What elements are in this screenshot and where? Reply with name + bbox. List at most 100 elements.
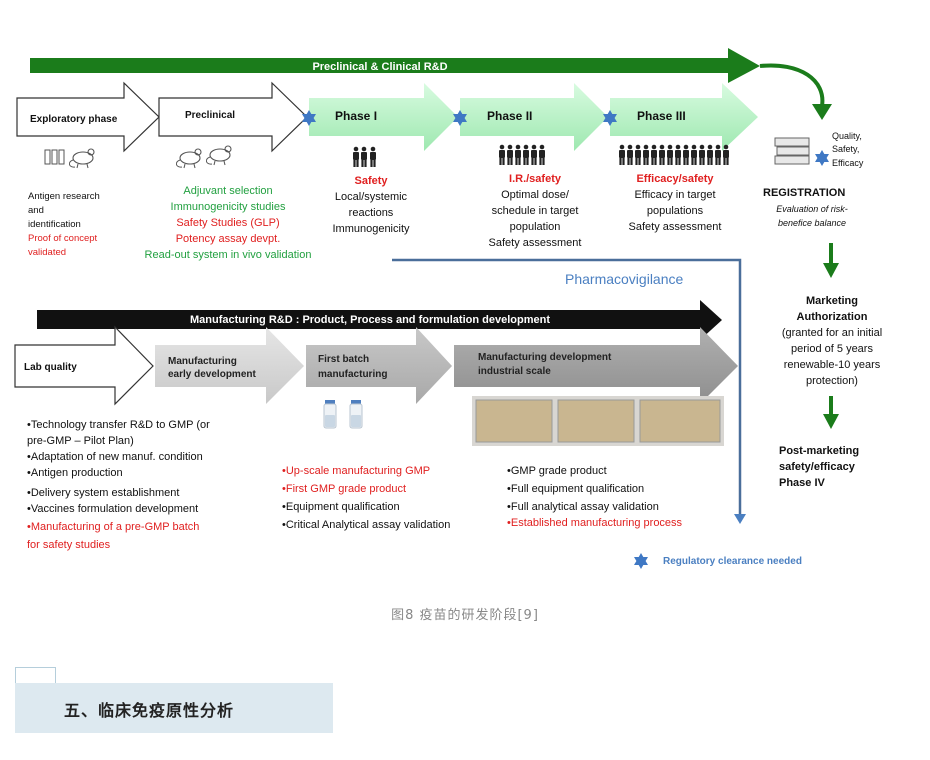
svg-text:identification: identification [28,219,81,230]
phase-preclinical-arrow: Preclinical [158,81,308,153]
phase2-notes: I.R./safety Optimal dose/ schedule in ta… [489,173,582,249]
svg-text:(granted for an initial: (granted for an initial [782,327,882,339]
svg-text:Immunogenicity: Immunogenicity [332,223,410,235]
post-marketing: Post-marketing safety/efficacy Phase IV [779,445,859,489]
svg-text:populations: populations [647,205,704,217]
svg-text:Safety,: Safety, [832,144,859,154]
registration-sub: Evaluation of risk- benefice balance [776,204,848,228]
preclinical-clinical-bar: Preclinical & Clinical R&D [30,48,760,83]
down-arrow-icon [823,243,839,278]
phase-3-arrow: Phase III [610,83,758,151]
svg-text:•Antigen production: •Antigen production [27,467,123,479]
svg-text:Post-marketing: Post-marketing [779,445,859,457]
svg-text:validated: validated [28,247,66,258]
bar-label: Preclinical & Clinical R&D [312,61,447,73]
svg-text:Efficacy in target: Efficacy in target [634,189,715,201]
svg-text:•Critical Analytical assay val: •Critical Analytical assay validation [282,519,450,531]
stage-industrial-scale-arrow: Manufacturing development industrial sca… [454,327,738,404]
svg-text:Evaluation of risk-: Evaluation of risk- [776,204,848,214]
svg-text:Manufacturing development: Manufacturing development [478,352,612,363]
phase-1-arrow: Phase I [309,83,458,151]
phase-label-2: Phase II [487,109,532,123]
svg-text:for safety studies: for safety studies [27,539,111,551]
svg-text:safety/efficacy: safety/efficacy [779,461,856,473]
crowd-icon [619,144,729,165]
svg-text:early development: early development [168,369,256,380]
svg-text:reactions: reactions [349,207,394,219]
svg-text:population: population [510,221,561,233]
curve-arrowhead [812,104,832,120]
industrial-list: •GMP grade product •Full equipment quali… [507,465,683,529]
pharmacovigilance-line [392,258,742,516]
regulatory-star-icon [815,150,829,166]
phase-label-preclinical: Preclinical [185,110,235,121]
people-icon [353,146,376,167]
quality-safety-efficacy: Quality, Safety, Efficacy [832,131,864,168]
svg-text:•Adaptation of new manuf. cond: •Adaptation of new manuf. condition [27,451,203,463]
svg-text:Marketing: Marketing [806,295,858,307]
svg-text:•Vaccines formulation developm: •Vaccines formulation development [27,503,198,515]
stage-lab-quality-arrow: Lab quality [14,325,154,406]
phase1-notes: Safety Local/systemic reactions Immunoge… [332,175,410,235]
pharmacovigilance-arrowhead [734,514,746,524]
lab-quality-list: •Technology transfer R&D to GMP (or pre-… [27,419,210,551]
svg-text:Safety Studies (GLP): Safety Studies (GLP) [176,217,279,229]
phase-label-1: Phase I [335,109,377,123]
svg-text:•Manufacturing of a pre-GMP ba: •Manufacturing of a pre-GMP batch [27,521,199,533]
svg-text:Immunogenicity studies: Immunogenicity studies [171,201,286,213]
svg-text:•Equipment qualification: •Equipment qualification [282,501,400,513]
svg-text:•Technology transfer R&D to GM: •Technology transfer R&D to GMP (or [27,419,210,431]
svg-text:Potency assay devpt.: Potency assay devpt. [176,233,281,245]
svg-text:•Full equipment qualification: •Full equipment qualification [507,483,644,495]
vials-icon [323,399,363,429]
svg-text:•First GMP grade product: •First GMP grade product [282,483,406,495]
vaccine-development-diagram: Preclinical & Clinical R&D Exploratory p… [14,48,882,569]
svg-text:Local/systemic: Local/systemic [335,191,408,203]
svg-text:I.R./safety: I.R./safety [509,173,562,185]
stage-first-batch-arrow: First batch manufacturing [306,327,452,404]
svg-text:pre-GMP – Pilot Plan): pre-GMP – Pilot Plan) [27,435,134,447]
preclinical-notes: Adjuvant selection Immunogenicity studie… [145,185,312,261]
curve-arrow-to-registration [759,63,825,107]
phase-2-arrow: Phase II [460,83,608,151]
svg-text:Safety: Safety [354,175,388,187]
svg-text:Manufacturing R&D : Product, P: Manufacturing R&D : Product, Process and… [190,314,550,326]
figure-caption: 图8 疫苗的研发阶段[9] [391,608,539,623]
legend-text: Regulatory clearance needed [663,556,802,567]
mice-icon [175,145,232,169]
svg-text:•Established manufacturing pro: •Established manufacturing process [507,517,683,529]
section-title: 五、临床免疫原性分析 [64,701,235,720]
svg-text:Quality,: Quality, [832,131,862,141]
svg-text:period of 5 years: period of 5 years [791,343,873,355]
down-arrow-icon [823,396,839,429]
stage-early-development-arrow: Manufacturing early development [155,327,304,404]
first-batch-list: •Up-scale manufacturing GMP •First GMP g… [282,465,450,531]
svg-text:Proof of concept: Proof of concept [28,233,98,244]
manufacturing-bar: Manufacturing R&D : Product, Process and… [37,300,722,340]
svg-text:Antigen research: Antigen research [28,191,100,202]
svg-text:Phase IV: Phase IV [779,477,826,489]
people-group-icon [499,144,545,165]
svg-text:industrial scale: industrial scale [478,366,551,377]
svg-text:and: and [28,205,44,216]
documents-stack-icon [774,137,810,165]
svg-text:First batch: First batch [318,354,369,365]
marketing-authorization: Marketing Authorization (granted for an … [782,295,882,387]
svg-text:Safety assessment: Safety assessment [629,221,722,233]
svg-text:Authorization: Authorization [797,311,868,323]
svg-text:Efficacy: Efficacy [832,158,864,168]
svg-text:•Up-scale manufacturing GMP: •Up-scale manufacturing GMP [282,465,430,477]
svg-text:Adjuvant selection: Adjuvant selection [183,185,272,197]
section-heading-box [15,683,333,733]
svg-text:Manufacturing: Manufacturing [168,356,237,367]
svg-text:renewable-10 years: renewable-10 years [784,359,881,371]
svg-text:Read-out system in vivo valida: Read-out system in vivo validation [145,249,312,261]
phase3-notes: Efficacy/safety Efficacy in target popul… [629,173,722,233]
svg-text:Efficacy/safety: Efficacy/safety [636,173,714,185]
registration-title: REGISTRATION [763,187,845,199]
phase-label-3: Phase III [637,109,686,123]
svg-text:Safety assessment: Safety assessment [489,237,582,249]
svg-text:•Delivery system establishment: •Delivery system establishment [27,487,179,499]
exploratory-notes: Antigen research and identification Proo… [28,191,100,258]
phase-label-exploratory: Exploratory phase [30,114,118,125]
